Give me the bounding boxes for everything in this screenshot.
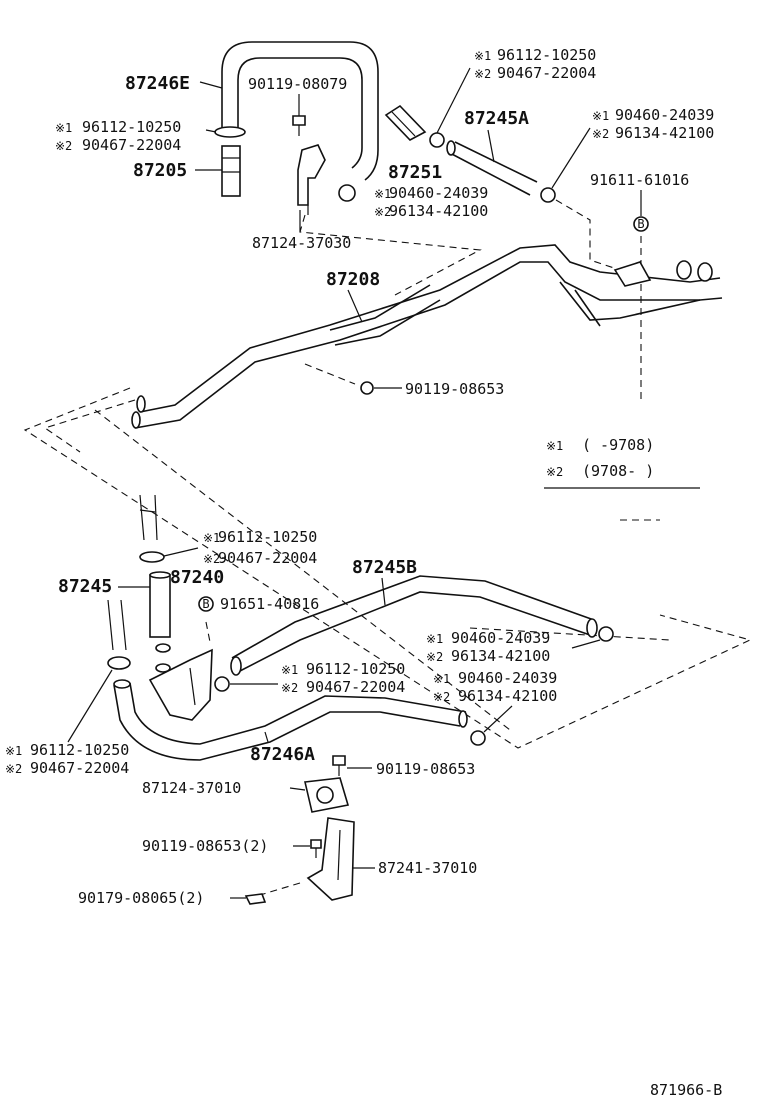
hose-87245A [446,140,538,196]
legend-code-1: ( -9708) [582,436,654,454]
bolt-90119-08653-lower [332,755,346,776]
mark-mid-1: ※1 [374,187,391,201]
mark-low-2: ※2 [203,552,220,566]
label-90179-08065-2: 90179-08065(2) [78,889,204,907]
mark-r2-2: ※2 [426,650,443,664]
label-r2-note1: 90460-24039 [451,629,550,647]
nut-90179-08065 [244,893,267,905]
clamp-lower-top [139,551,165,563]
label-87245A: 87245A [464,108,529,129]
label-90119-08079: 90119-08079 [248,75,347,93]
label-87205: 87205 [133,160,187,181]
b-mark-top: B [633,216,649,232]
mark-right-1: ※1 [592,109,609,123]
bracket-87124-37030 [297,144,326,215]
b-mark-letter: B [637,217,644,231]
label-bl-note2: 90467-22004 [30,759,129,777]
clamp-mid [338,184,356,202]
hose-87246E [221,41,379,181]
label-low-note2: 90467-22004 [218,549,317,567]
clamp-87246A-right [470,730,486,746]
bracket-lower [148,643,213,721]
clamp-87245A-left [429,132,445,148]
mark-r3-2: ※2 [433,690,450,704]
label-90119-08653-2: 90119-08653(2) [142,837,268,855]
clamp-center [214,676,230,692]
label-top-note1: 96112-10250 [497,46,596,64]
hose-upper-stub [139,494,158,541]
label-left-note1: 96112-10250 [82,118,181,136]
legend: ※1 ( -9708) ※2 (9708- ) [544,436,700,489]
label-91651-40816: 91651-40816 [220,595,319,613]
label-87241-37010: 87241-37010 [378,859,477,877]
label-right-note1: 90460-24039 [615,106,714,124]
label-mid-note1: 90460-24039 [389,184,488,202]
label-87124-37010: 87124-37010 [142,779,241,797]
mark-r3-1: ※1 [433,672,450,686]
label-91611-61016: 91611-61016 [590,171,689,189]
diagram-code: 871966-B [650,1081,722,1099]
legend-code-2: (9708- ) [582,462,654,480]
label-mid-note2: 96134-42100 [389,202,488,220]
pipe-87208 [131,244,723,429]
clamp-top-left [214,126,246,138]
label-r3-note1: 90460-24039 [458,669,557,687]
label-c-note1: 96112-10250 [306,660,405,678]
mark-low-1: ※1 [203,531,220,545]
bracket-87241-37010 [306,817,355,901]
label-c-note2: 90467-22004 [306,678,405,696]
label-90119-08653-b: 90119-08653 [376,760,475,778]
label-87245: 87245 [58,576,112,597]
mark-bl-2: ※2 [5,762,22,776]
clamp-87245 [107,656,131,670]
b-mark-lower: B [198,596,214,612]
legend-mark-2: ※2 [546,465,563,479]
label-right-note2: 96134-42100 [615,124,714,142]
hose-87245-stub [107,599,127,651]
mark-mid-2: ※2 [374,205,391,219]
label-top-note2: 90467-22004 [497,64,596,82]
mark-right-2: ※2 [592,127,609,141]
mark-left-2: ※2 [55,139,72,153]
mark-c-1: ※1 [281,663,298,677]
label-r2-note2: 96134-42100 [451,647,550,665]
mark-left-1: ※1 [55,121,72,135]
label-87245B: 87245B [352,557,417,578]
label-87246E: 87246E [125,73,190,94]
bolt-90119-08653-2 [310,839,322,858]
label-bl-note1: 96112-10250 [30,741,129,759]
mark-r2-1: ※1 [426,632,443,646]
hose-87245B [230,575,598,676]
legend-mark-1: ※1 [546,439,563,453]
bolt-90119-08079 [292,115,306,136]
label-87124-37030: 87124-37030 [252,234,351,252]
label-87246A: 87246A [250,744,315,765]
pipe-87205 [221,145,241,197]
mark-top-2: ※2 [474,67,491,81]
mark-bl-1: ※1 [5,744,22,758]
dashed-frame [23,199,752,899]
clamp-87245B-right [598,626,614,642]
label-87240: 87240 [170,567,224,588]
clamp-87124-37010 [304,777,350,813]
valve-87251 [384,104,427,141]
hose-87246A [113,679,468,761]
label-left-note2: 90467-22004 [82,136,181,154]
b-mark-letter-lower: B [202,597,209,611]
pipe-87240 [149,571,171,638]
bolt-90119-08653-top [360,381,374,395]
mark-c-2: ※2 [281,681,298,695]
label-low-note1: 96112-10250 [218,528,317,546]
mark-top-1: ※1 [474,49,491,63]
label-87251: 87251 [388,162,442,183]
label-r3-note2: 96134-42100 [458,687,557,705]
label-87208: 87208 [326,269,380,290]
clamp-87245A-right [540,187,556,203]
label-90119-08653-a: 90119-08653 [405,380,504,398]
